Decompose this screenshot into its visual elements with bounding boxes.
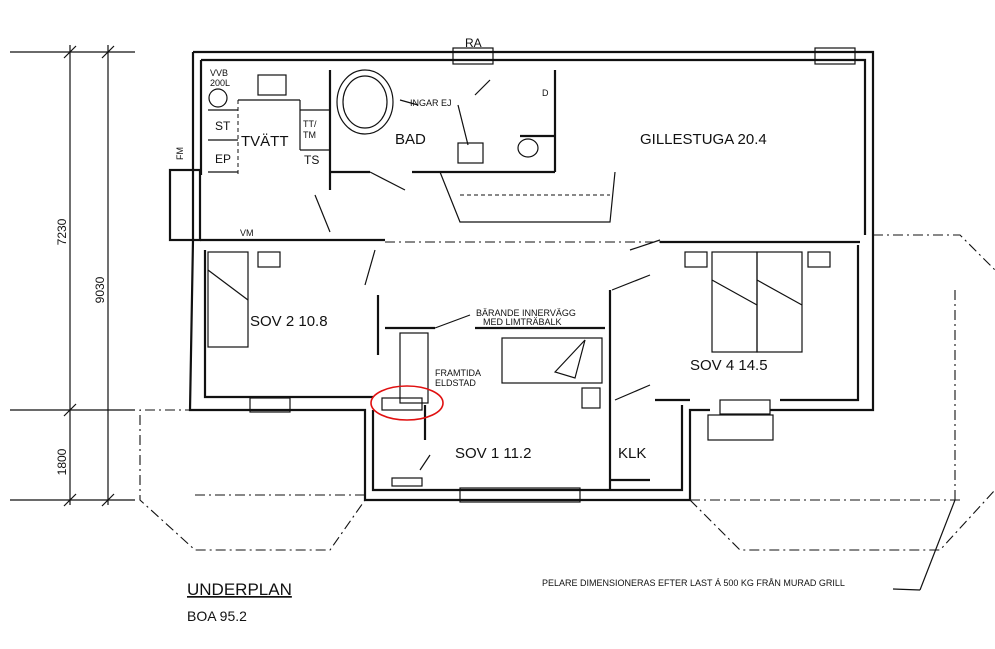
- label-d: D: [542, 88, 549, 98]
- leader-line: [434, 314, 471, 329]
- window: [719, 399, 771, 415]
- label-vm: VM: [240, 228, 254, 238]
- room-sov1: SOV 1 11.2: [455, 445, 531, 462]
- plan-subtitle: BOA 95.2: [187, 608, 247, 624]
- window: [814, 47, 856, 65]
- window: [249, 397, 291, 413]
- dimension-1800: 1800: [55, 448, 69, 475]
- exterior-walls: [168, 47, 875, 503]
- window: [452, 47, 494, 65]
- bed: [501, 337, 603, 384]
- room-bad: BAD: [395, 131, 426, 148]
- terrace-outline: [139, 234, 995, 551]
- north-label: RA: [465, 36, 482, 50]
- label-ep: EP: [215, 152, 231, 166]
- plan-title: UNDERPLAN: [187, 580, 292, 599]
- note-pelare: PELARE DIMENSIONERAS EFTER LAST Á 500 KG…: [542, 578, 845, 588]
- label-vvb-volume: 200L: [210, 78, 230, 88]
- label-tt: TT/: [303, 119, 317, 129]
- dimension-7230: 7230: [55, 218, 69, 245]
- room-gillestuga: GILLESTUGA 20.4: [640, 131, 767, 148]
- dimension-lines: [10, 45, 135, 507]
- room-tvatt: TVÄTT: [241, 133, 289, 150]
- stove-icon: [257, 74, 287, 96]
- bed: [711, 251, 758, 353]
- note-barande-2: MED LIMTRÄBALK: [483, 317, 562, 327]
- label-st: ST: [215, 119, 231, 133]
- highlight-circle: [370, 385, 444, 421]
- note-barande-1: BÄRANDE INNERVÄGG: [476, 308, 576, 318]
- note-framtida-2: ELDSTAD: [435, 378, 476, 388]
- step: [707, 414, 774, 441]
- room-sov4: SOV 4 14.5: [690, 357, 768, 374]
- room-sov2: SOV 2 10.8: [250, 313, 328, 330]
- label-ts: TS: [304, 153, 319, 167]
- bed: [756, 251, 803, 353]
- interior-walls: [200, 70, 860, 490]
- room-klk: KLK: [618, 445, 646, 462]
- note-framtida-1: FRAMTIDA: [435, 368, 481, 378]
- bed: [207, 251, 249, 348]
- dimension-9030: 9030: [93, 276, 107, 303]
- window: [459, 487, 581, 503]
- label-tm: TM: [303, 130, 316, 140]
- note-ingar-ej: INGAR EJ: [410, 98, 452, 108]
- label-vvb: VVB: [210, 68, 228, 78]
- fixtures: [207, 69, 831, 487]
- label-fm: FM: [175, 147, 185, 160]
